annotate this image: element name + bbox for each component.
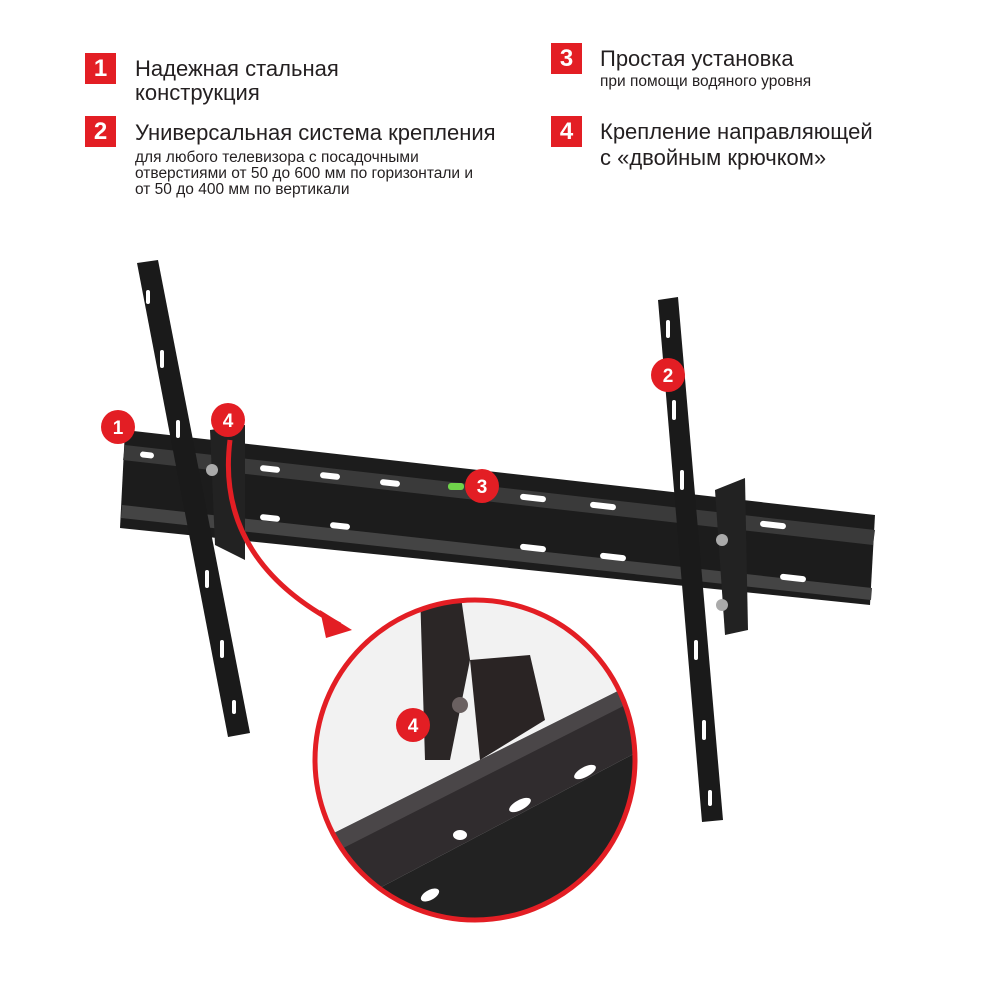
zoom-detail [312, 597, 638, 923]
right-vertical-arm [658, 297, 748, 822]
svg-text:4: 4 [408, 716, 419, 737]
feature-title: Надежная стальная [135, 56, 339, 81]
feature-desc-line: при помощи водяного уровня [600, 73, 812, 90]
svg-text:3: 3 [477, 477, 488, 498]
marker-3: 3 [465, 469, 499, 503]
water-level [448, 483, 464, 490]
svg-text:1: 1 [113, 418, 124, 439]
marker-4: 4 [211, 403, 245, 437]
number-badge: 1 [85, 53, 116, 84]
marker-2: 2 [651, 358, 685, 392]
arrow-curve [225, 439, 342, 628]
svg-text:2: 2 [663, 366, 674, 387]
svg-text:4: 4 [223, 411, 234, 432]
left-vertical-arm [137, 260, 250, 737]
feature-title: Крепление направляющей [600, 119, 873, 144]
feature-desc-line: от 50 до 400 мм по вертикали [135, 181, 350, 198]
number-badge: 3 [551, 43, 582, 74]
marker-4-zoom: 4 [396, 708, 430, 742]
feature-desc-line: отверстиями от 50 до 600 мм по горизонта… [135, 165, 474, 182]
marker-1: 1 [101, 410, 135, 444]
number-badge: 2 [85, 116, 116, 147]
feature-title-line2: конструкция [135, 80, 260, 105]
feature-title: Универсальная система крепления [135, 120, 496, 145]
number-badge: 4 [551, 116, 582, 147]
arrow-head-icon [320, 610, 352, 638]
feature-title-line2: с «двойным крючком» [600, 145, 827, 170]
feature-desc-line: для любого телевизора с посадочными [135, 149, 419, 166]
feature-title: Простая установка [600, 46, 794, 71]
